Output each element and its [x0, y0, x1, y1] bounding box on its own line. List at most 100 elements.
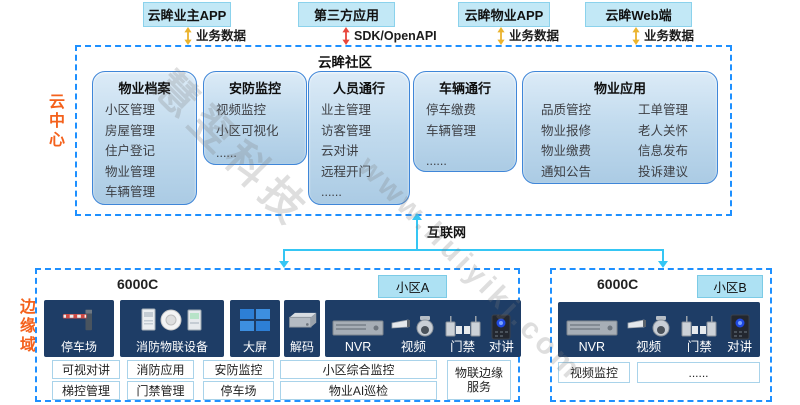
module-item: 老人关怀: [638, 123, 689, 138]
module-item: 业主管理: [321, 103, 372, 117]
module-title: 人员通行: [332, 81, 385, 96]
module-property-archive: 物业档案 小区管理 房屋管理 住户登记 物业管理 车辆管理: [92, 71, 197, 205]
zone-label-cloud-center: 云中心: [46, 93, 63, 150]
app-chip-fire-app: 消防应用: [127, 360, 194, 379]
device-access-gate: 门禁: [679, 304, 719, 355]
device-video: 视频: [390, 302, 436, 355]
module-item: 物业报修: [541, 123, 592, 138]
tile-group-nvr-video-access-intercom: NVR 视频: [558, 302, 760, 357]
device-model-label: 6000C: [117, 276, 159, 292]
tile-label: 视频: [400, 340, 426, 354]
app-chip-video-monitoring: 视频监控: [558, 362, 630, 383]
module-title: 车辆通行: [438, 81, 491, 96]
module-item: 车辆管理: [105, 185, 156, 199]
app-chip-security-monitoring: 安防监控: [203, 360, 274, 379]
tile-label: 大屏: [242, 340, 267, 354]
data-flow-arrow-icon: [342, 27, 350, 45]
app-chip-more: ......: [637, 362, 760, 383]
module-vehicle-access: 车辆通行 停车缴费 车辆管理 ......: [413, 71, 517, 172]
module-title: 物业应用: [593, 81, 646, 96]
decoder-icon: [289, 312, 317, 328]
module-item: 信息发布: [638, 144, 689, 158]
module-item: 品质管控: [541, 103, 592, 117]
tile-label: 门禁: [450, 340, 476, 354]
device-intercom: 对讲: [489, 302, 514, 355]
module-item: 小区可视化: [216, 123, 279, 138]
module-item: 物业缴费: [541, 144, 592, 158]
app-chip-comprehensive-monitoring: 小区综合监控: [280, 360, 437, 379]
tile-video-wall: 大屏: [230, 300, 280, 357]
app-chip-video-intercom: 可视对讲: [52, 360, 120, 379]
device-intercom: 对讲: [727, 304, 752, 355]
site-tag-b: 小区B: [697, 275, 763, 298]
module-item: 停车缴费: [426, 103, 477, 117]
module-item: 投诉建议: [638, 164, 689, 179]
turnstile-icon: [681, 316, 717, 337]
cloud-community-box: 云眸社区 物业档案 小区管理 房屋管理 住户登记 物业管理 车辆管理 安防监控 …: [75, 45, 732, 216]
module-item: 小区管理: [105, 103, 156, 117]
module-security-monitoring: 安防监控 视频监控 小区可视化 ......: [203, 71, 307, 165]
nvr-icon: [332, 320, 384, 336]
link-web: 业务数据: [631, 27, 694, 45]
intercom-icon: [491, 314, 511, 340]
app-box-third-party: 第三方应用: [298, 2, 395, 27]
data-flow-arrow-icon: [632, 27, 640, 45]
tile-label: 消防物联设备: [135, 340, 208, 354]
module-title: 物业档案: [118, 81, 171, 96]
zone-label-edge-domain: 边缘域: [17, 298, 34, 355]
tile-label: NVR: [344, 340, 372, 354]
app-chip-parking: 停车场: [203, 381, 274, 400]
edge-site-a-box: 6000C 小区A 停车场: [35, 268, 521, 402]
app-chip-iot-edge-service: 物联边缘服务: [447, 360, 511, 400]
device-access-gate: 门禁: [443, 302, 483, 355]
link-label: 业务数据: [196, 29, 247, 43]
arrow-down-to-site-b-icon: [658, 261, 668, 268]
app-chip-access-management: 门禁管理: [127, 381, 194, 400]
link-property-app: 业务数据: [496, 27, 559, 45]
module-property-application: 物业应用 品质管控 物业报修 物业缴费 通知公告 工单管理 老人关怀 信息发布 …: [522, 71, 718, 184]
app-chip-ai-inspection: 物业AI巡检: [280, 381, 437, 400]
data-flow-arrow-icon: [184, 27, 192, 45]
module-item: 房屋管理: [105, 123, 156, 138]
arrow-down-to-site-a-icon: [279, 261, 289, 268]
module-item: 视频监控: [216, 103, 267, 117]
tile-label: 停车场: [60, 340, 97, 354]
device-model-label: 6000C: [597, 276, 639, 292]
internet-label: 互联网: [427, 225, 467, 240]
tile-decoder: 解码: [284, 300, 320, 357]
link-label: SDK/OpenAPI: [354, 29, 437, 43]
module-item: 云对讲: [321, 144, 359, 158]
tile-label: 门禁: [686, 340, 712, 354]
link-owner-app: 业务数据: [183, 27, 246, 45]
module-item: ......: [426, 154, 447, 168]
internet-vertical-line: [416, 219, 418, 250]
tile-group-nvr-video-access-intercom: NVR 视频: [325, 300, 521, 357]
tile-label: 解码: [289, 340, 314, 354]
link-third-party: SDK/OpenAPI: [341, 27, 437, 45]
tile-label: 视频: [636, 340, 662, 354]
arrow-up-to-cloud-icon: [412, 213, 422, 220]
link-label: 业务数据: [509, 29, 560, 43]
module-item: 访客管理: [321, 123, 372, 138]
internet-horizontal-line: [283, 249, 664, 251]
tile-label: 对讲: [727, 340, 753, 354]
barrier-gate-icon: [62, 309, 92, 331]
branch-line-left: [283, 249, 285, 262]
data-flow-arrow-icon: [497, 27, 505, 45]
module-item: ......: [321, 185, 342, 199]
device-video: 视频: [626, 304, 672, 355]
app-box-owner-app: 云眸业主APP: [143, 2, 231, 27]
link-label: 业务数据: [644, 29, 695, 43]
fire-devices-icon: [141, 308, 202, 331]
nvr-icon: [566, 320, 618, 336]
intercom-icon: [730, 314, 750, 340]
cloud-community-title: 云眸社区: [318, 55, 372, 70]
module-item: 物业管理: [105, 164, 156, 179]
module-column-right: 工单管理 老人关怀 信息发布 投诉建议: [620, 100, 717, 182]
device-nvr: NVR: [566, 304, 618, 355]
camera-icon: [627, 316, 670, 337]
module-personnel-access: 人员通行 业主管理 访客管理 云对讲 远程开门 ......: [308, 71, 410, 205]
module-item: 住户登记: [105, 144, 156, 158]
branch-line-right: [662, 249, 664, 262]
